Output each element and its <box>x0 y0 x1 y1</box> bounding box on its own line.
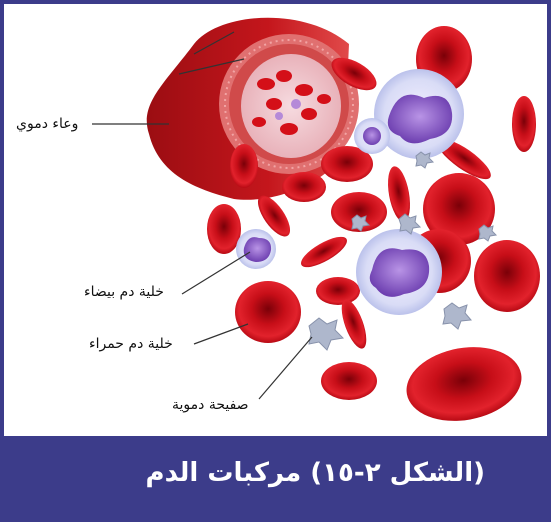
caption-bar: (الشكل ٢-١٥) مركبات الدم <box>4 436 547 518</box>
figure-caption: (الشكل ٢-١٥) مركبات الدم <box>146 458 485 488</box>
label-white-blood-cell: خلية دم بيضاء <box>84 284 164 300</box>
label-platelet: صفيحة دموية <box>172 397 249 413</box>
label-blood-vessel: وعاء دموي <box>16 116 78 132</box>
label-red-blood-cell: خلية دم حمراء <box>89 336 173 352</box>
blood-components-illustration <box>4 4 547 432</box>
